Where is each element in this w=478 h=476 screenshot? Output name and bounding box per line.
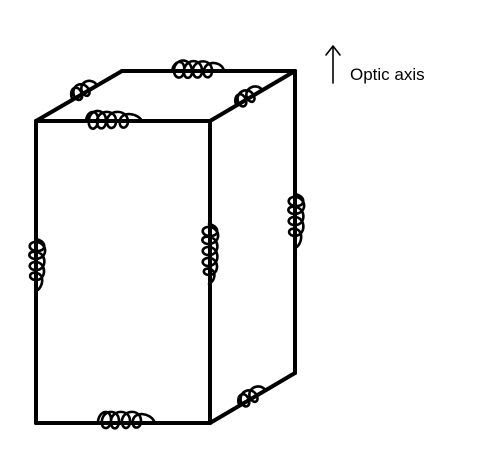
edge-top-right — [208, 69, 297, 123]
coil-icon — [234, 85, 264, 108]
coil-icon — [84, 109, 144, 130]
wire-coils — [28, 59, 306, 430]
optic-axis-label: Optic axis — [350, 65, 425, 84]
coil-icon — [96, 410, 156, 430]
coil-icon — [69, 79, 98, 102]
coil-icon — [287, 192, 306, 250]
crystal-prism — [34, 69, 297, 425]
coil-icon — [201, 222, 220, 286]
up-arrow-icon — [325, 45, 341, 84]
optic-axis-indicator: Optic axis — [325, 45, 425, 84]
coil-icon — [28, 237, 47, 293]
edge-top-left — [34, 69, 124, 123]
coil-icon — [170, 59, 226, 80]
coil-icon — [237, 385, 267, 408]
edge-bottom-right — [208, 371, 297, 425]
